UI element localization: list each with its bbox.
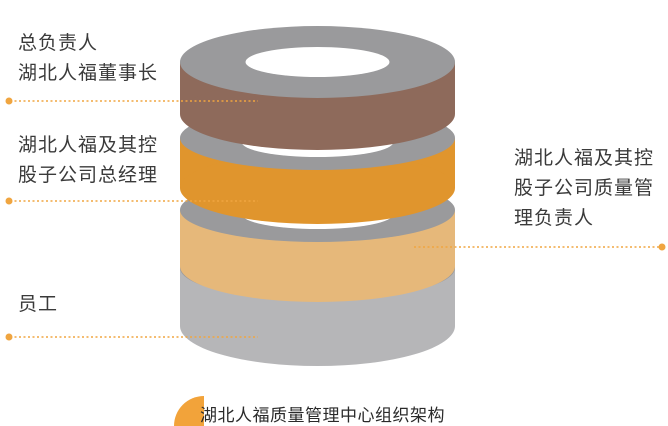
label-chairman-line-1: 总负责人	[18, 32, 99, 54]
connector-dot-staff	[5, 333, 13, 341]
connector-dot-quality-manager	[658, 243, 666, 251]
label-general-manager: 湖北人福及其控 股子公司总经理	[18, 130, 158, 190]
label-gm-line-1: 湖北人福及其控	[18, 134, 159, 156]
layer-chairman	[180, 26, 455, 150]
layer-staff-base	[180, 286, 455, 366]
label-staff-line-1: 员工	[18, 293, 59, 315]
layer-gm-base	[180, 152, 455, 224]
label-quality-manager: 湖北人福及其控 股子公司质量管 理负责人	[514, 143, 654, 233]
label-chairman: 总负责人 湖北人福董事长	[18, 28, 158, 88]
connector-dot-general-manager	[5, 197, 13, 205]
label-quality-line-3: 理负责人	[514, 207, 595, 229]
connector-dots	[5, 97, 666, 341]
layer-chairman-hole	[245, 47, 390, 77]
diagram-caption: 湖北人福质量管理中心组织架构	[174, 396, 474, 426]
caption-text: 湖北人福质量管理中心组织架构	[200, 406, 445, 426]
label-gm-line-2: 股子公司总经理	[18, 164, 159, 186]
connector-dot-chairman	[5, 97, 13, 105]
label-staff: 员工	[18, 289, 58, 319]
layer-chairman-base	[180, 78, 455, 150]
connectors	[10, 100, 662, 338]
layer-quality-base	[180, 230, 455, 302]
label-quality-line-1: 湖北人福及其控	[514, 147, 655, 169]
label-quality-line-2: 股子公司质量管	[514, 177, 655, 199]
label-chairman-line-2: 湖北人福董事长	[18, 62, 159, 84]
